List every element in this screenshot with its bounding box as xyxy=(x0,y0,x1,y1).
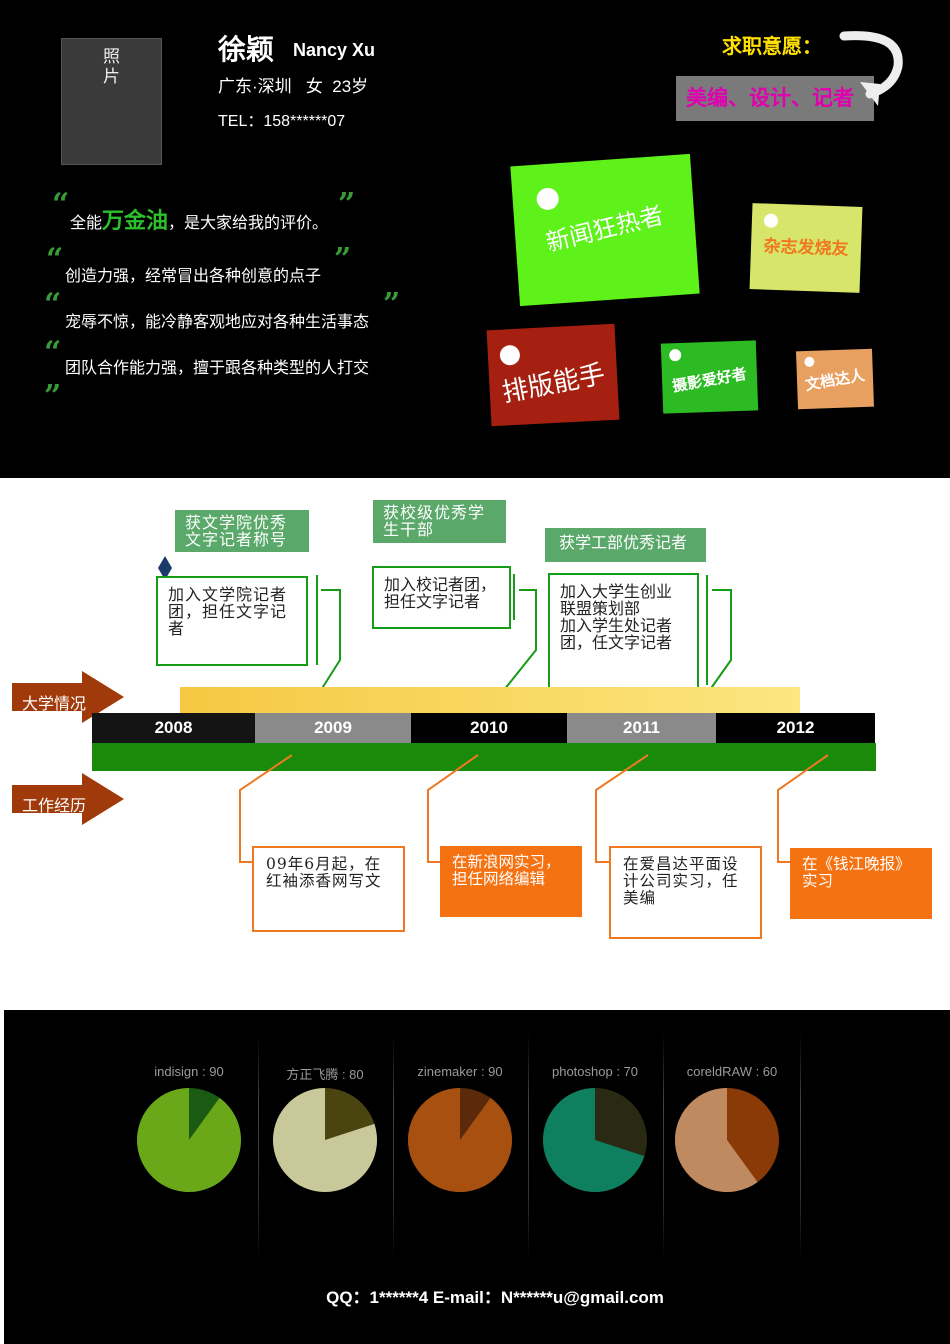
skill-pie-slice xyxy=(273,1088,377,1192)
sticky-note: 杂志发烧友 xyxy=(749,203,863,293)
skill-label: photoshop : 70 xyxy=(551,1064,639,1079)
sticky-note: 排版能手 xyxy=(486,323,620,427)
quote-1-prefix: 全能 xyxy=(70,215,103,232)
university-band xyxy=(180,687,800,715)
work-event: 在新浪网实习，担任网络编辑 xyxy=(440,846,582,917)
skill-label: zinemaker : 90 xyxy=(417,1064,503,1079)
quote-2: 创造力强，经常冒出各种创意的点子 xyxy=(65,268,322,285)
sticky-note-label: 新闻狂热者 xyxy=(543,201,667,258)
sticky-note: 摄影爱好者 xyxy=(660,340,759,414)
award-label: 获校级优秀学生干部 xyxy=(373,500,506,543)
year-segment: 2010 xyxy=(411,713,567,743)
quote-3: 宠辱不惊，能冷静客观地应对各种生活事态 xyxy=(65,314,370,331)
divider xyxy=(528,1033,529,1263)
quote-1: 全能万金油，是大家给我的评价。 xyxy=(70,203,328,235)
work-event: 09年6月起，在红袖添香网写文 xyxy=(252,846,405,932)
work-connectors xyxy=(239,754,829,863)
job-intent-label: 求职意愿： xyxy=(722,36,822,58)
quote-1-highlight: 万金油 xyxy=(102,208,169,233)
divider xyxy=(663,1033,664,1263)
quote-close-mark: ” xyxy=(44,379,62,414)
work-label: 工作经历 xyxy=(22,798,87,815)
phone-number: TEL：158******07 xyxy=(218,113,346,130)
diamond-icon xyxy=(158,556,172,580)
divider xyxy=(800,1033,801,1263)
divider xyxy=(258,1033,259,1263)
sticky-note: 文档达人 xyxy=(796,348,874,410)
skill-label: coreldRAW : 60 xyxy=(686,1064,778,1079)
quote-close-mark: ” xyxy=(334,242,352,277)
arrow-icon xyxy=(12,671,124,723)
skill-pie-slice xyxy=(675,1088,758,1192)
quote-close-mark: ” xyxy=(383,287,401,322)
year-segment: 2012 xyxy=(716,713,875,743)
skill-label: 方正飞腾 : 80 xyxy=(286,1067,364,1082)
job-intent-value: 美编、设计、记者 xyxy=(676,76,874,121)
divider xyxy=(393,1033,394,1263)
quote-open-mark: “ xyxy=(44,335,62,370)
skill-label: indisign : 90 xyxy=(154,1064,224,1079)
sticky-note-label: 摄影爱好者 xyxy=(671,365,748,396)
contact-info: QQ：1******4 E-mail：N******u@gmail.com xyxy=(326,1288,664,1307)
photo-placeholder: 照片 xyxy=(61,38,162,165)
person-name: 徐颖 xyxy=(218,34,275,65)
award-label: 获文学院优秀文字记者称号 xyxy=(175,510,309,552)
quote-open-mark: “ xyxy=(44,287,62,322)
location-info: 广东·深圳 女 23岁 xyxy=(218,77,369,96)
sticky-note-label: 文档达人 xyxy=(803,366,867,395)
university-label: 大学情况 xyxy=(22,696,87,713)
quote-open-mark: “ xyxy=(46,242,64,277)
skill-pie-slice xyxy=(136,1088,241,1192)
university-event: 加入校记者团，担任文字记者 xyxy=(372,566,511,629)
quote-1-suffix: ，是大家给我的评价。 xyxy=(168,215,329,232)
english-name: Nancy Xu xyxy=(293,40,376,60)
award-label: 获学工部优秀记者 xyxy=(545,528,706,562)
skill-pie-slice xyxy=(543,1088,645,1192)
quote-close-mark: ” xyxy=(338,187,356,222)
skill-pie-charts xyxy=(136,1088,779,1192)
work-event: 在《钱江晚报》实习 xyxy=(790,848,932,919)
university-event: 加入大学生创业联盟策划部 加入学生处记者团，任文字记者 xyxy=(548,573,699,689)
sticky-note: 新闻狂热者 xyxy=(510,153,700,307)
photo-label: 照片 xyxy=(103,47,120,86)
year-segment: 2008 xyxy=(92,713,255,743)
sticky-note-label: 排版能手 xyxy=(499,358,608,408)
year-segment: 2009 xyxy=(255,713,411,743)
quote-4: 团队合作能力强，擅于跟各种类型的人打交 xyxy=(65,360,370,377)
arrow-icon xyxy=(12,773,124,825)
work-band xyxy=(92,743,876,771)
quote-open-mark: “ xyxy=(52,187,70,222)
work-event: 在爱昌达平面设计公司实习，任美编 xyxy=(609,846,762,939)
curved-arrow-icon xyxy=(839,31,903,106)
university-event: 加入文学院记者团，担任文字记者 xyxy=(156,576,308,666)
sticky-note-label: 杂志发烧友 xyxy=(763,236,849,259)
skill-pie-slice xyxy=(408,1088,512,1192)
year-segment: 2011 xyxy=(567,713,716,743)
